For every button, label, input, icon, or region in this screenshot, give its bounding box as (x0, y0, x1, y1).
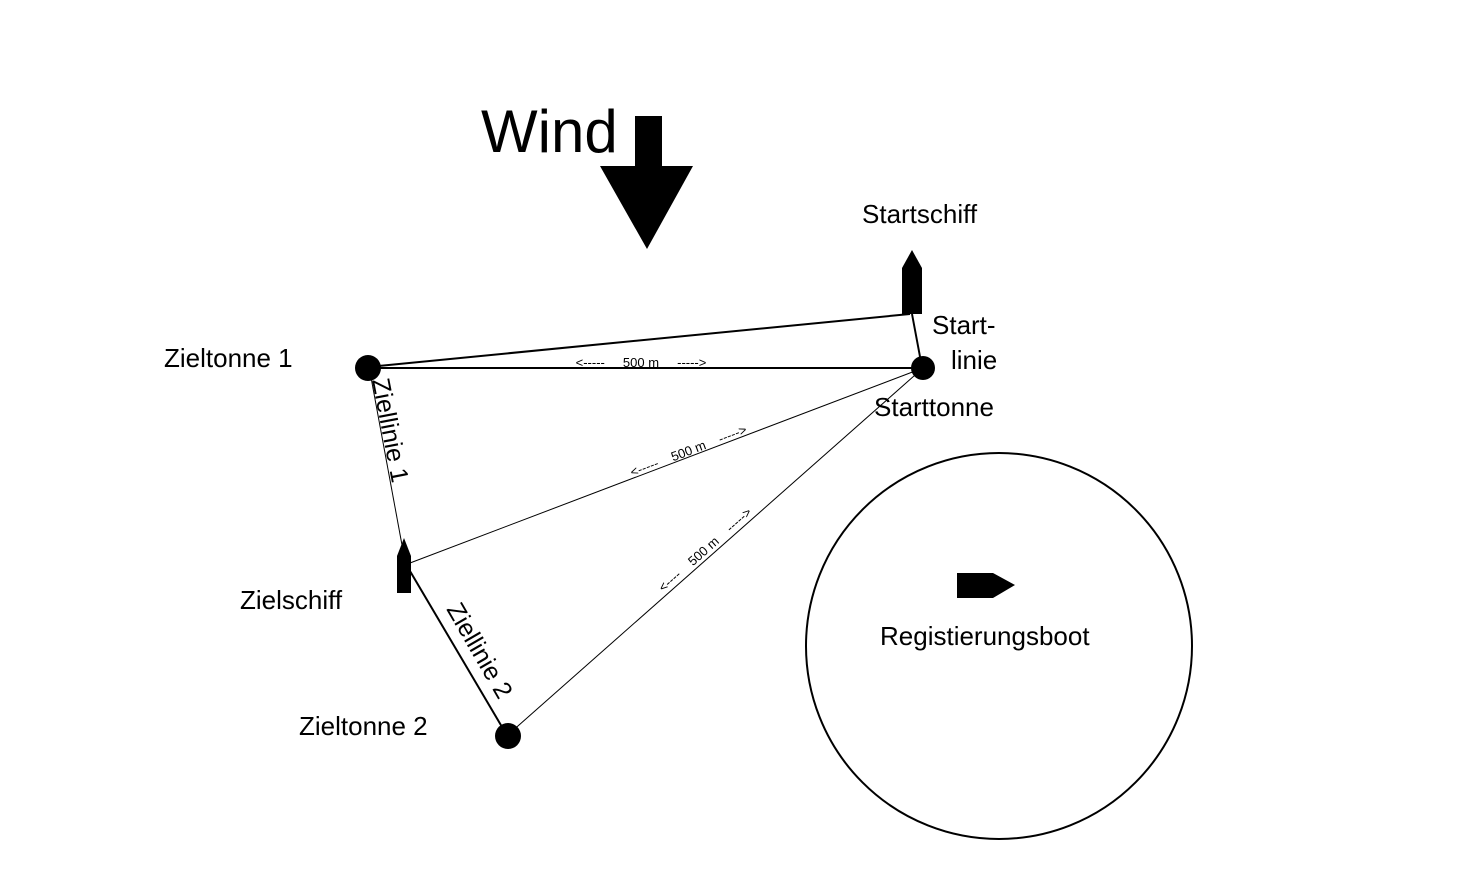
wind-label: Wind (481, 98, 618, 165)
zielschiff-label: Zielschiff (240, 585, 343, 615)
startlinie (911, 313, 922, 363)
startlinie-label-line1: Start- (932, 310, 996, 340)
registierungsboot-label: Registierungsboot (880, 621, 1090, 651)
registration-area-circle (805, 452, 1193, 840)
zieltonne-2-label: Zieltonne 2 (299, 711, 428, 741)
distance-label-lower: <---- 500 m -----> (655, 505, 754, 595)
zieltonne-2-buoy-icon (495, 723, 521, 749)
wind-arrow-icon (600, 116, 693, 249)
ziellinie-2 (406, 565, 506, 733)
zieltonne-1-buoy-icon (355, 355, 381, 381)
ziellinie-1 (369, 371, 403, 546)
registierungsboot-boat-icon (957, 573, 1015, 598)
distance-label-top: <----- 500 m -----> (576, 355, 707, 370)
zielschiff-boat-icon (397, 538, 411, 593)
starttonne-label: Starttonne (874, 392, 994, 422)
starttonne-buoy-icon (911, 356, 935, 380)
starttonne-zieltonne2-line (509, 367, 924, 734)
zieltonne1-startschiff-line (367, 313, 911, 368)
distance-label-middle: <----- 500 m -----> (628, 422, 749, 480)
startschiff-label: Startschiff (862, 199, 978, 229)
ziellinie-1-label: Ziellinie 1 (366, 376, 414, 485)
starttonne-zielschiff-line (409, 367, 924, 564)
startlinie-label-line2: linie (951, 345, 997, 375)
zieltonne-1-label: Zieltonne 1 (164, 343, 293, 373)
startschiff-boat-icon (902, 250, 922, 314)
